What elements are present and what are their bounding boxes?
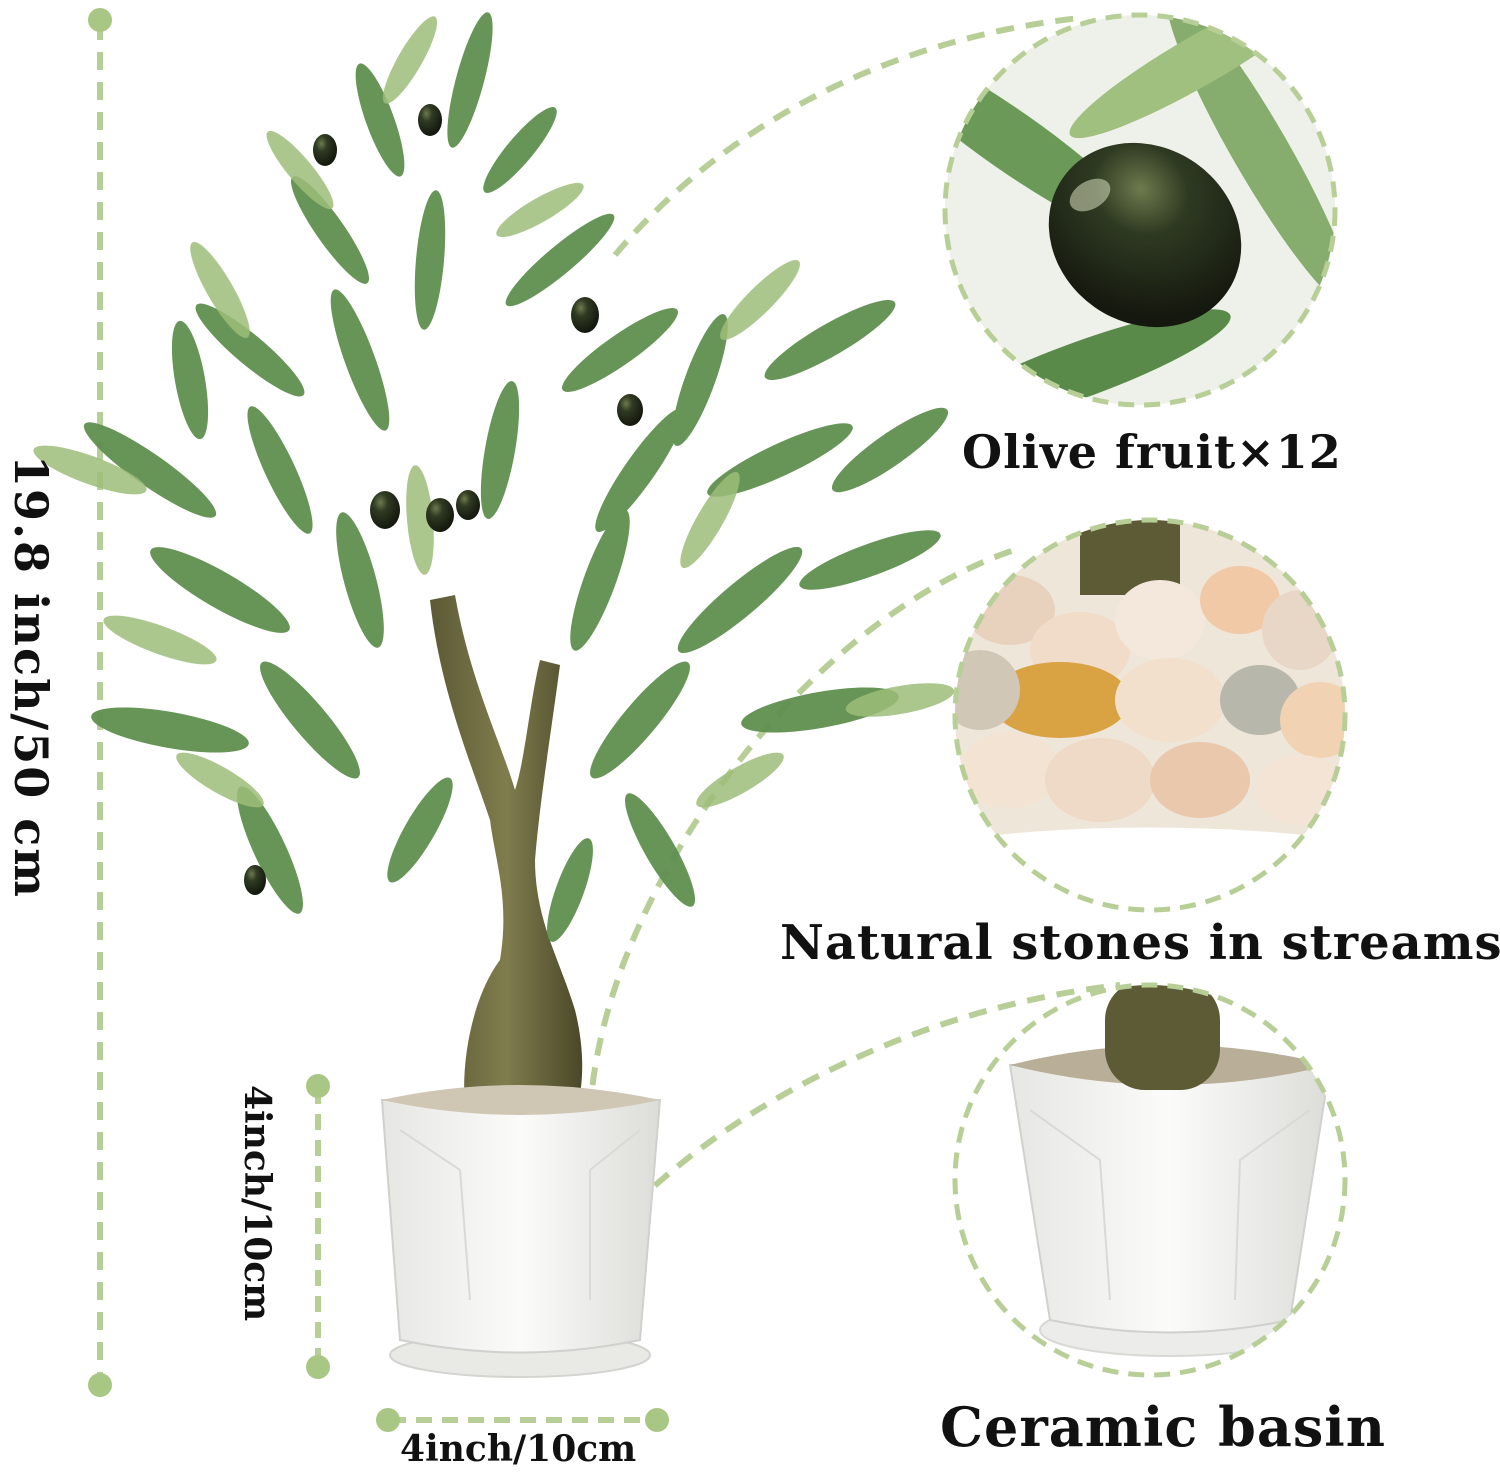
- olive-trunk: [430, 595, 583, 1140]
- pot-height-dimension-line: [306, 1074, 330, 1379]
- height-label: 19.8 inch/50 cm: [4, 455, 58, 899]
- stones-closeup: [952, 517, 1348, 913]
- pot-width-label: 4inch/10cm: [400, 1428, 637, 1470]
- olive-foliage: [33, 12, 955, 942]
- pot-width-dimension-line: [376, 1408, 669, 1432]
- ceramic-basin-label: Ceramic basin: [940, 1395, 1387, 1459]
- olive-fruit-closeup: [942, 12, 1338, 408]
- ceramic-pot: [380, 1085, 662, 1378]
- stones-label: Natural stones in streams: [780, 915, 1500, 971]
- height-dimension-line: [88, 8, 112, 1397]
- pot-height-label: 4inch/10cm: [236, 1085, 278, 1322]
- olive-fruit-label: Olive fruit×12: [962, 425, 1342, 479]
- ceramic-pot-closeup: [952, 982, 1348, 1378]
